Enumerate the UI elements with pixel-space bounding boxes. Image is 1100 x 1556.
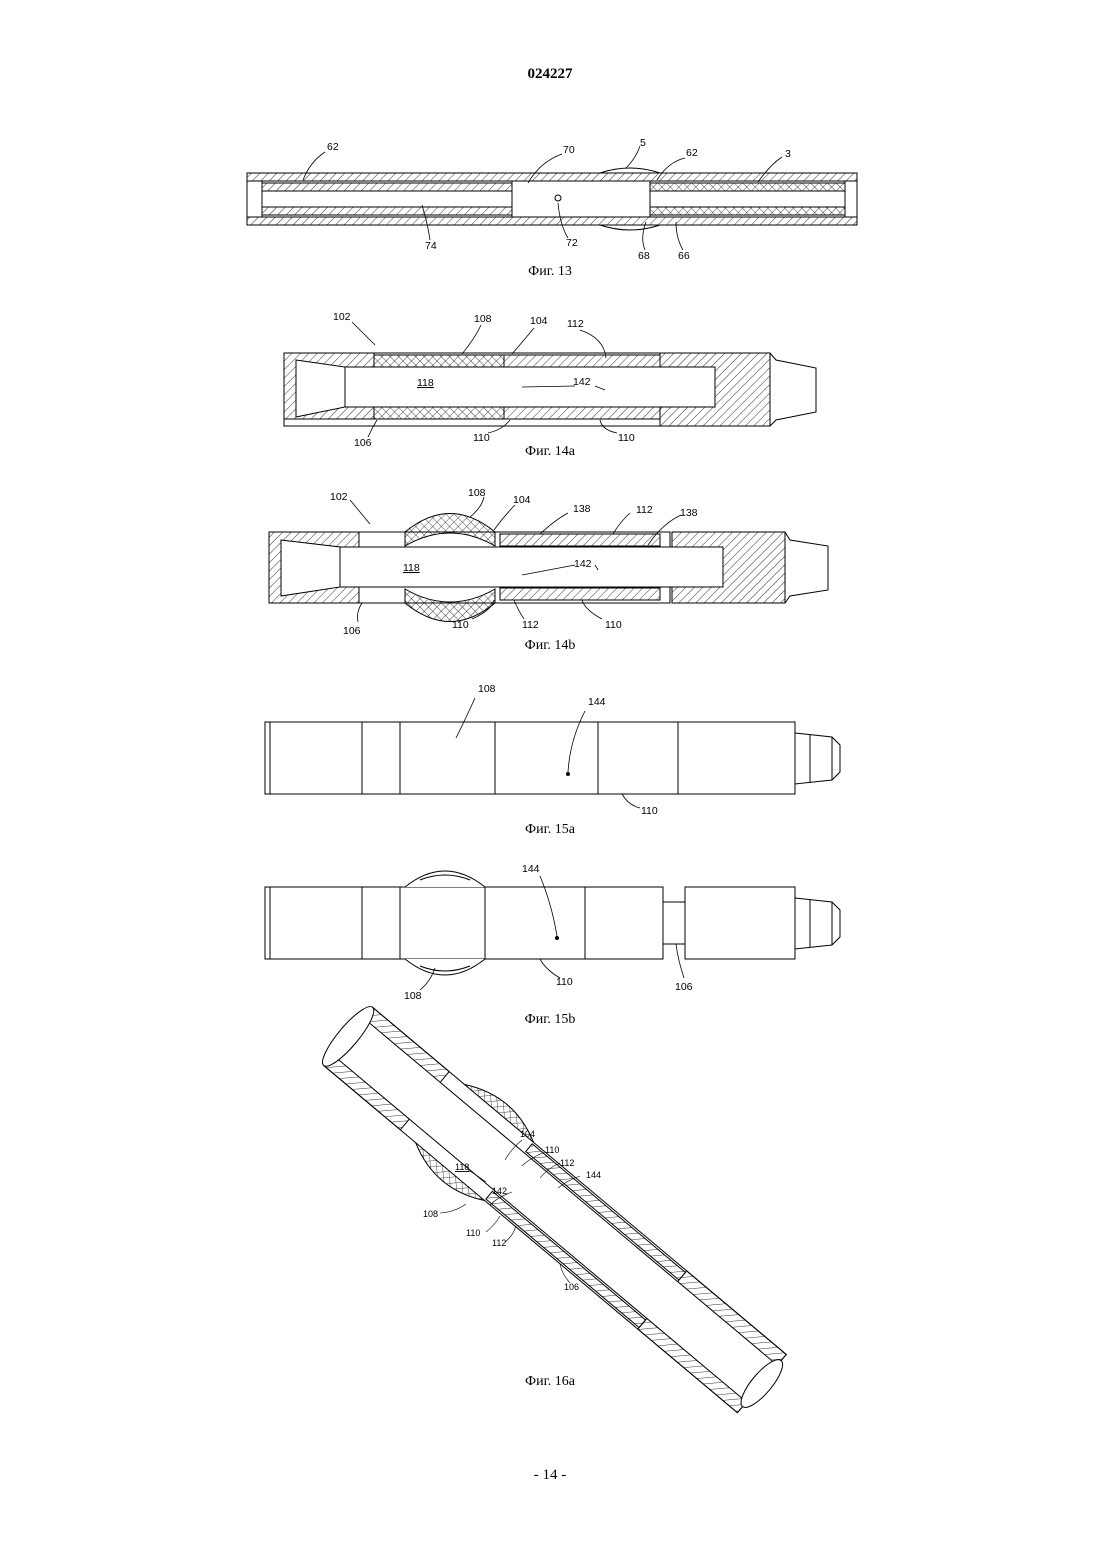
fig13-label: 68 <box>638 250 650 262</box>
fig16a-label: 112 <box>492 1238 506 1248</box>
fig13-label: 72 <box>566 237 578 249</box>
fig13-label: 66 <box>678 250 690 262</box>
figure-16a-caption: Фиг. 16а <box>0 1374 1100 1390</box>
fig14b-label: 138 <box>680 507 698 519</box>
page-number: - 14 - <box>0 1467 1100 1484</box>
figure-13-caption: Фиг. 13 <box>0 264 1100 280</box>
fig14a-label: 102 <box>333 311 351 323</box>
figure-13-leaders <box>303 146 782 250</box>
fig13-label: 3 <box>785 148 791 160</box>
fig13-label: 62 <box>327 141 339 153</box>
fig14b-label: 110 <box>452 619 469 631</box>
fig14b-label: 138 <box>573 503 591 515</box>
fig15a-label: 108 <box>478 683 496 695</box>
fig13-label: 74 <box>425 240 437 252</box>
fig16a-label: 104 <box>520 1129 535 1139</box>
figure-13-drawing <box>247 168 857 230</box>
figure-15a-labels: 108 144 110 <box>478 683 658 817</box>
fig16a-label: 110 <box>545 1145 559 1155</box>
fig15b-label: 108 <box>404 990 422 1002</box>
fig14b-label: 112 <box>636 504 653 516</box>
fig14b-label: 112 <box>522 619 539 631</box>
fig14b-label: 108 <box>468 487 486 499</box>
figure-14a-drawing <box>284 353 816 426</box>
fig14b-label: 102 <box>330 491 348 503</box>
fig14b-label: 106 <box>343 625 361 637</box>
fig16a-label: 110 <box>466 1228 480 1238</box>
fig14b-label: 142 <box>574 558 592 570</box>
fig13-label: 70 <box>563 144 575 156</box>
fig14a-label: 142 <box>573 376 591 388</box>
fig15b-label: 144 <box>522 863 540 875</box>
fig16a-label: 144 <box>586 1170 601 1180</box>
fig14a-label: 110 <box>473 432 490 444</box>
fig13-label: 62 <box>686 147 698 159</box>
fig14a-label: 104 <box>530 315 548 327</box>
fig16a-label: 118 <box>455 1162 469 1172</box>
fig15a-label: 144 <box>588 696 606 708</box>
fig14a-label: 118 <box>417 377 434 389</box>
fig14a-label: 108 <box>474 313 492 325</box>
figure-16a-drawing <box>308 992 801 1429</box>
figure-15b-drawing <box>265 871 840 975</box>
fig14b-label: 118 <box>403 562 420 574</box>
fig14b-label: 110 <box>605 619 622 631</box>
figure-13-labels: 62 70 5 62 3 74 72 68 66 <box>327 137 791 262</box>
fig15b-label: 110 <box>556 976 573 988</box>
fig16a-label: 112 <box>560 1158 574 1168</box>
fig14a-label: 112 <box>567 318 584 330</box>
figure-15a-drawing <box>265 722 840 794</box>
fig15b-label: 106 <box>675 981 693 993</box>
fig13-label: 5 <box>640 137 646 149</box>
fig16a-label: 142 <box>492 1186 507 1196</box>
fig14b-label: 104 <box>513 494 531 506</box>
fig16a-label: 108 <box>423 1209 438 1219</box>
figure-14a-caption: Фиг. 14а <box>0 444 1100 460</box>
fig16a-label: 106 <box>564 1282 579 1292</box>
figure-15b-caption: Фиг. 15b <box>0 1012 1100 1028</box>
figure-14b-drawing <box>269 514 828 622</box>
figure-15a-leaders <box>456 698 640 808</box>
figure-14b-caption: Фиг. 14b <box>0 638 1100 654</box>
figure-15a-caption: Фиг. 15а <box>0 822 1100 838</box>
fig15a-label: 110 <box>641 805 658 817</box>
fig14a-label: 110 <box>618 432 635 444</box>
